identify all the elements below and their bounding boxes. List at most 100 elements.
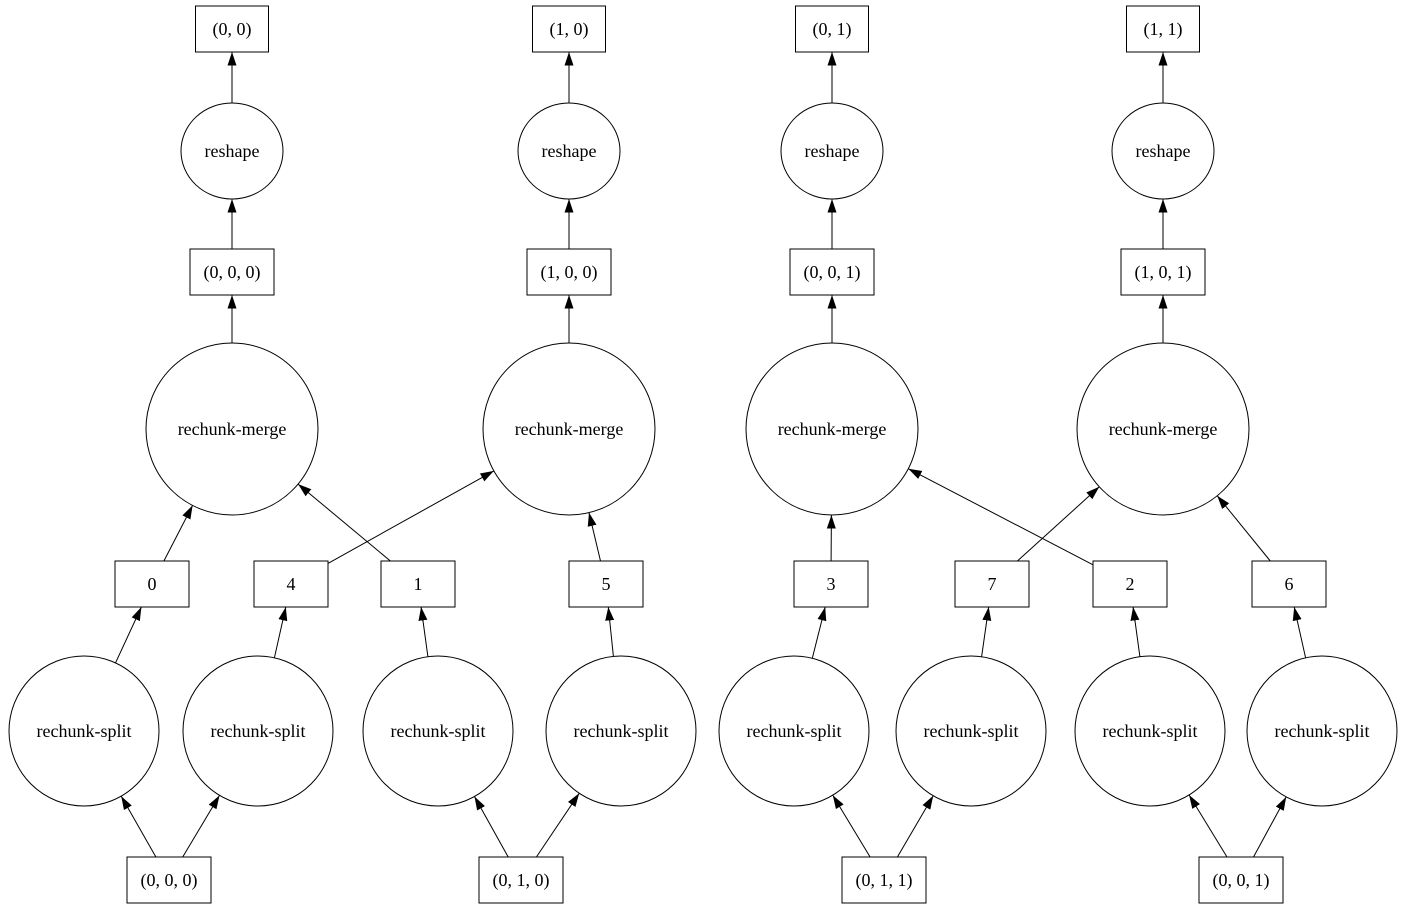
piece-0-box	[114, 560, 190, 608]
merged-0-0-0-box	[189, 248, 275, 296]
split-8-ellipse	[1246, 655, 1398, 807]
node-piece-5: 5	[568, 560, 644, 608]
edge-split-2-to-piece-4	[273, 606, 288, 658]
out-1-1-box	[1126, 5, 1200, 53]
piece-2-label: 2	[1126, 574, 1135, 594]
piece-1-box	[380, 560, 456, 608]
piece-4-box	[253, 560, 329, 608]
merge-2-ellipse	[482, 342, 656, 516]
merge-3-ellipse	[745, 342, 919, 516]
reshape-1-label: reshape	[205, 141, 260, 161]
node-piece-3: 3	[793, 560, 869, 608]
edge-src-0-1-1-to-split-6	[896, 795, 934, 858]
src-0-1-1-label: (0, 1, 1)	[856, 870, 913, 891]
edge-piece-2-to-merge-3	[908, 468, 1094, 566]
reshape-4-label: reshape	[1136, 141, 1191, 161]
merged-1-0-0-box	[526, 248, 612, 296]
node-split-8: rechunk-split	[1246, 655, 1398, 807]
node-piece-7: 7	[954, 560, 1030, 608]
piece-6-label: 6	[1285, 574, 1294, 594]
piece-5-label: 5	[602, 574, 611, 594]
src-0-1-0-box	[478, 856, 564, 904]
node-merge-1: rechunk-merge	[145, 342, 319, 516]
merged-0-0-1-box	[789, 248, 875, 296]
node-merge-3: rechunk-merge	[745, 342, 919, 516]
merge-4-label: rechunk-merge	[1109, 419, 1218, 439]
merge-1-ellipse	[145, 342, 319, 516]
reshape-4-ellipse	[1111, 102, 1215, 200]
split-7-label: rechunk-split	[1103, 721, 1198, 741]
node-src-0-0-0: (0, 0, 0)	[126, 856, 212, 904]
split-1-ellipse	[8, 655, 160, 807]
out-0-1-box	[795, 5, 869, 53]
node-src-0-1-1: (0, 1, 1)	[841, 856, 927, 904]
node-split-7: rechunk-split	[1074, 655, 1226, 807]
node-piece-4: 4	[253, 560, 329, 608]
edge-src-0-1-0-to-split-4	[535, 793, 580, 858]
split-3-label: rechunk-split	[391, 721, 486, 741]
piece-3-box	[793, 560, 869, 608]
piece-3-label: 3	[827, 574, 836, 594]
split-6-ellipse	[895, 655, 1047, 807]
merged-0-0-0-label: (0, 0, 0)	[204, 262, 261, 283]
node-merged-0-0-0: (0, 0, 0)	[189, 248, 275, 296]
src-0-1-0-label: (0, 1, 0)	[493, 870, 550, 891]
piece-7-box	[954, 560, 1030, 608]
merge-2-label: rechunk-merge	[515, 419, 624, 439]
edge-src-0-0-1-to-split-7	[1188, 794, 1228, 858]
edge-split-5-to-piece-3	[811, 606, 827, 659]
reshape-1-ellipse	[180, 102, 284, 200]
edge-piece-6-to-merge-4	[1216, 495, 1271, 562]
edge-split-4-to-piece-5	[605, 606, 615, 657]
out-1-0-box	[532, 5, 606, 53]
reshape-3-label: reshape	[805, 141, 860, 161]
node-merge-2: rechunk-merge	[482, 342, 656, 516]
edge-src-0-0-0-to-split-1	[120, 795, 157, 858]
split-4-label: rechunk-split	[574, 721, 669, 741]
split-5-ellipse	[718, 655, 870, 807]
node-out-1-0: (1, 0)	[532, 5, 606, 53]
node-out-1-1: (1, 1)	[1126, 5, 1200, 53]
src-0-0-0-box	[126, 856, 212, 904]
edge-split-6-to-piece-7	[981, 606, 992, 657]
edge-split-8-to-piece-6	[1292, 606, 1307, 658]
edge-src-0-1-0-to-split-3	[474, 796, 509, 858]
out-0-0-box	[195, 5, 269, 53]
out-1-0-label: (1, 0)	[550, 19, 589, 40]
node-split-5: rechunk-split	[718, 655, 870, 807]
node-merge-4: rechunk-merge	[1076, 342, 1250, 516]
merge-3-label: rechunk-merge	[778, 419, 887, 439]
piece-6-box	[1251, 560, 1327, 608]
merged-0-0-1-label: (0, 0, 1)	[804, 262, 861, 283]
split-4-ellipse	[545, 655, 697, 807]
node-piece-0: 0	[114, 560, 190, 608]
split-6-label: rechunk-split	[924, 721, 1019, 741]
merge-4-ellipse	[1076, 342, 1250, 516]
out-1-1-label: (1, 1)	[1144, 19, 1183, 40]
node-split-3: rechunk-split	[362, 655, 514, 807]
node-reshape-3: reshape	[780, 102, 884, 200]
edge-src-0-1-1-to-split-5	[832, 794, 871, 858]
edge-piece-1-to-merge-1	[297, 483, 391, 562]
piece-5-box	[568, 560, 644, 608]
reshape-2-ellipse	[517, 102, 621, 200]
node-split-2: rechunk-split	[182, 655, 334, 807]
split-5-label: rechunk-split	[747, 721, 842, 741]
node-piece-6: 6	[1251, 560, 1327, 608]
src-0-1-1-box	[841, 856, 927, 904]
merged-1-0-0-label: (1, 0, 0)	[541, 262, 598, 283]
node-split-6: rechunk-split	[895, 655, 1047, 807]
node-merged-1-0-0: (1, 0, 0)	[526, 248, 612, 296]
node-piece-1: 1	[380, 560, 456, 608]
reshape-2-label: reshape	[542, 141, 597, 161]
edge-piece-5-to-merge-2	[587, 512, 601, 562]
edge-src-0-0-1-to-split-8	[1253, 796, 1287, 858]
split-3-ellipse	[362, 655, 514, 807]
edges-layer	[115, 52, 1307, 858]
edge-piece-0-to-merge-1	[163, 505, 194, 562]
piece-0-label: 0	[148, 574, 157, 594]
piece-4-label: 4	[287, 574, 296, 594]
